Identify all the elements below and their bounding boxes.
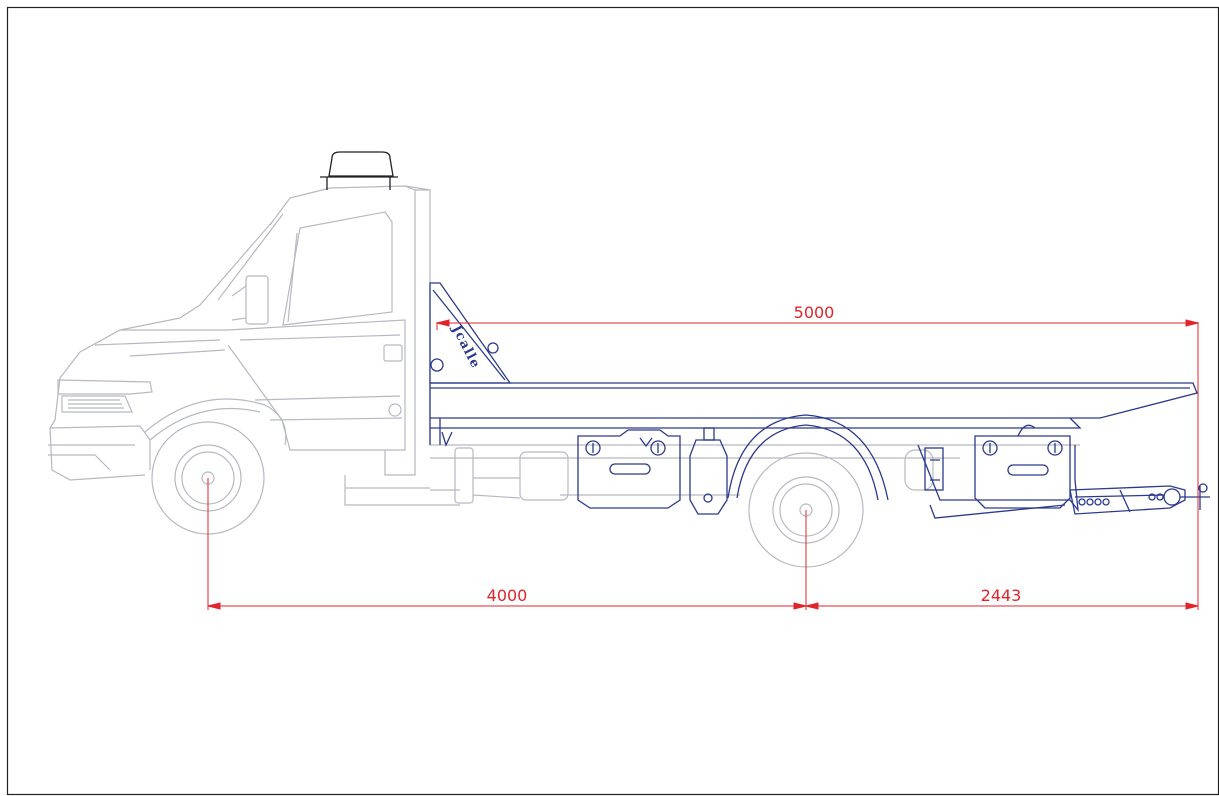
dimension-label-wheelbase: 4000	[487, 586, 528, 605]
dimension-label-overall: 5000	[794, 303, 835, 322]
roof-beacon	[320, 151, 398, 190]
truck-cab	[48, 185, 1080, 568]
flatbed-body	[429, 282, 1210, 519]
dimension-lines	[207, 319, 1199, 610]
drawing-border	[6, 6, 1219, 796]
dimension-label-overhang: 2443	[981, 586, 1022, 605]
